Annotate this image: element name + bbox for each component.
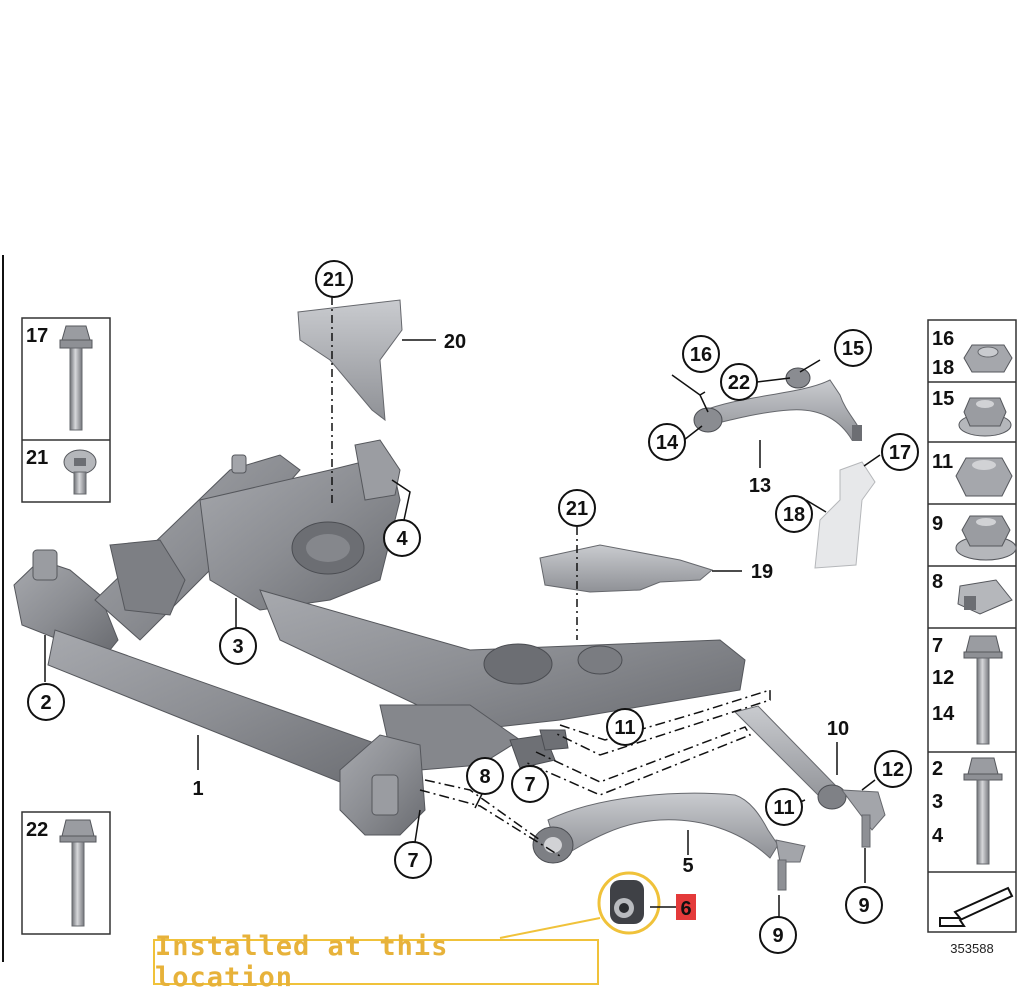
callout-17: 17 xyxy=(881,433,919,471)
svg-text:9: 9 xyxy=(858,895,869,917)
left-hardware-panel: 17 21 xyxy=(21,317,111,503)
callout-8: 8 xyxy=(466,757,504,795)
svg-text:12: 12 xyxy=(932,667,954,689)
svg-text:21: 21 xyxy=(26,447,48,469)
svg-text:20: 20 xyxy=(444,331,466,353)
callout-9b: 9 xyxy=(845,886,883,924)
callout-3: 3 xyxy=(219,627,257,665)
callout-10: 10 xyxy=(827,718,849,740)
callout-21b: 21 xyxy=(558,489,596,527)
hex-nut-icon xyxy=(955,457,1013,497)
svg-text:11: 11 xyxy=(773,797,794,819)
callout-14: 14 xyxy=(648,423,686,461)
svg-text:4: 4 xyxy=(396,528,408,550)
leader-lines xyxy=(44,297,881,939)
flange-bolt-long-icon xyxy=(963,757,1003,865)
reference-number: 353588 xyxy=(950,941,993,956)
installation-note-box: Installed at this location xyxy=(153,931,599,993)
svg-text:1: 1 xyxy=(192,778,203,800)
svg-text:21: 21 xyxy=(566,498,588,520)
svg-text:7: 7 xyxy=(932,635,943,657)
torx-screw-icon xyxy=(63,449,97,495)
hex-bolt-icon xyxy=(59,819,97,927)
front-subframe xyxy=(13,439,746,836)
svg-text:17: 17 xyxy=(889,442,911,464)
callout-1: 1 xyxy=(192,778,203,800)
svg-text:19: 19 xyxy=(751,561,773,583)
svg-text:6: 6 xyxy=(680,898,691,920)
callout-18: 18 xyxy=(775,495,813,533)
callout-9a: 9 xyxy=(759,916,797,954)
svg-text:2: 2 xyxy=(40,692,51,714)
svg-text:22: 22 xyxy=(26,819,48,841)
left-bottom-panel: 22 xyxy=(21,811,111,935)
svg-text:7: 7 xyxy=(407,850,418,872)
dust-boot xyxy=(814,461,876,569)
bushing-part-6 xyxy=(597,871,661,935)
svg-text:5: 5 xyxy=(682,855,693,877)
long-hex-bolt-icon xyxy=(963,635,1003,745)
heat-shield-lower xyxy=(539,544,714,593)
svg-text:8: 8 xyxy=(932,571,943,593)
callout-11b: 11 xyxy=(765,788,803,826)
callout-20: 20 xyxy=(444,331,466,353)
callout-15: 15 xyxy=(834,329,872,367)
svg-text:16: 16 xyxy=(932,328,954,350)
svg-text:3: 3 xyxy=(232,636,243,658)
direction-arrow-icon xyxy=(939,886,1014,927)
callout-13: 13 xyxy=(749,475,771,497)
callout-6-highlighted: 6 xyxy=(676,894,696,920)
callout-12: 12 xyxy=(874,750,912,788)
washer-nut-icon xyxy=(958,397,1012,437)
svg-text:10: 10 xyxy=(827,718,849,740)
lower-control-arm xyxy=(532,792,806,891)
svg-text:9: 9 xyxy=(772,925,783,947)
callout-markers: 21 20 4 3 2 1 21 19 16 22 15 14 13 17 18… xyxy=(27,260,919,954)
svg-text:12: 12 xyxy=(882,759,904,781)
heat-shield-upper xyxy=(297,299,403,422)
svg-text:3: 3 xyxy=(932,791,943,813)
callout-11a: 11 xyxy=(606,708,644,746)
collar-nut-icon xyxy=(963,344,1013,373)
svg-text:13: 13 xyxy=(749,475,771,497)
callout-4: 4 xyxy=(383,519,421,557)
callout-16: 16 xyxy=(682,335,720,373)
svg-text:7: 7 xyxy=(524,774,535,796)
svg-text:11: 11 xyxy=(932,451,953,473)
svg-text:8: 8 xyxy=(479,766,490,788)
callout-21a: 21 xyxy=(315,260,353,298)
svg-text:2: 2 xyxy=(932,758,943,780)
flange-nut-icon xyxy=(955,515,1017,561)
callout-7a: 7 xyxy=(511,765,549,803)
svg-text:15: 15 xyxy=(842,338,864,360)
svg-text:14: 14 xyxy=(932,703,955,725)
svg-text:18: 18 xyxy=(932,357,954,379)
svg-text:21: 21 xyxy=(323,269,345,291)
right-hardware-panel: 16 18 15 11 9 8 7 xyxy=(927,319,1017,933)
upper-wishbone xyxy=(693,367,862,441)
callout-2: 2 xyxy=(27,683,65,721)
callout-7b: 7 xyxy=(394,841,432,879)
svg-text:9: 9 xyxy=(932,513,943,535)
svg-text:14: 14 xyxy=(656,432,679,454)
svg-text:16: 16 xyxy=(690,344,712,366)
callout-19: 19 xyxy=(751,561,773,583)
callout-5: 5 xyxy=(682,855,693,877)
svg-text:11: 11 xyxy=(614,717,635,739)
svg-text:15: 15 xyxy=(932,388,954,410)
svg-text:4: 4 xyxy=(932,825,944,847)
tension-strut xyxy=(734,705,886,848)
svg-text:17: 17 xyxy=(26,325,48,347)
flange-bolt-icon xyxy=(59,325,93,431)
installation-note-text: Installed at this location xyxy=(155,931,449,993)
svg-text:22: 22 xyxy=(728,372,750,394)
clip-nut-icon xyxy=(957,579,1013,615)
callout-22: 22 xyxy=(720,363,758,401)
svg-text:18: 18 xyxy=(783,504,805,526)
